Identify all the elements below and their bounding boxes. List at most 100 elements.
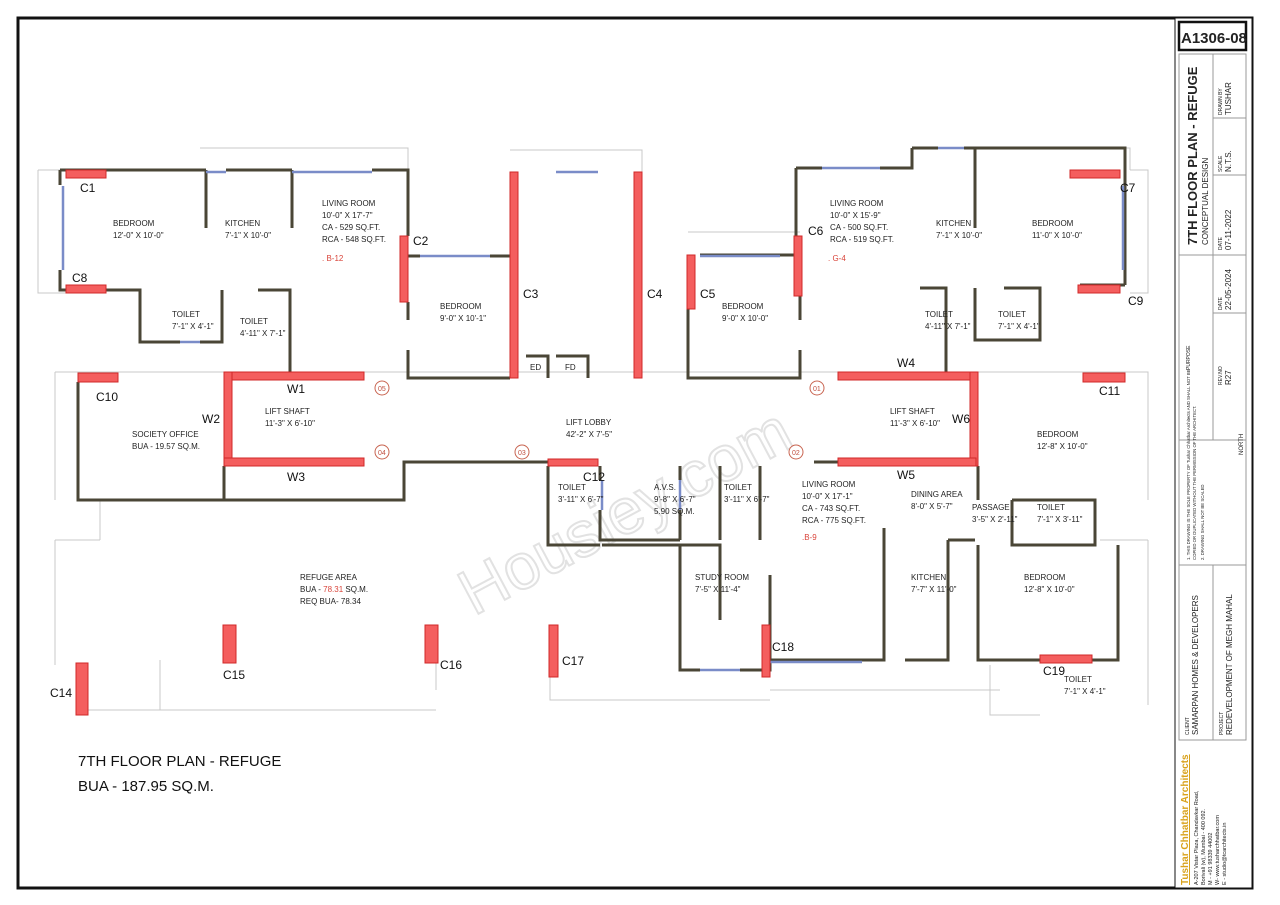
text-label: Borivali (w), Mumbai - 400 092. [1201,808,1207,885]
text-label: TOILET [724,483,752,492]
label-c9: C9 [1128,294,1144,308]
text-label: RCA - 775 SQ.FT. [802,516,866,525]
text-label: 4'-11" X 7'-1" [240,329,286,338]
text-label: REQ BUA- 78.34 [300,597,361,606]
text-label: SOCIETY OFFICE [132,430,199,439]
text-label: M - +91 98339 44002 [1208,833,1214,885]
text-label: 12'-0" X 10'-0" [113,231,164,240]
text-label: 42'-2" X 7'-5" [566,430,612,439]
text-label: . B-12 [322,254,344,263]
text-label: KITCHEN [936,219,971,228]
label-w2: W2 [202,412,220,426]
label-c14: C14 [50,686,72,700]
label-c6: C6 [808,224,824,238]
grid-marker: 02 [792,450,800,457]
label-c1: C1 [80,181,96,195]
text-label: BUA - 19.57 SQ.M. [132,442,200,451]
column-c15 [222,624,237,664]
text-label: 3'-5" X 2'-11" [972,515,1018,524]
wall-w2 [223,371,233,467]
text-label: 1. THIS DRAWING IS THE SOLE PROPERTY OF … [1186,369,1191,560]
label-c3: C3 [523,287,539,301]
text-label: 3'-11" X 6'-7" [724,495,770,504]
label-c12: C12 [583,470,605,484]
grid-marker: 01 [813,386,821,393]
column-c17 [548,624,559,678]
text-label: LIFT LOBBY [566,418,612,427]
text-label: TOILET [998,310,1026,319]
column-c18 [761,624,771,678]
text-label: 7'-1" X 4'-1" [172,322,214,331]
label-c10: C10 [96,390,118,404]
grid-marker: 05 [378,386,386,393]
room-label: SOCIETY OFFICE BUA - 19.57 SQ.M. [132,430,200,451]
text-label: CA - 743 SQ.FT. [802,504,860,513]
text-label: 9'-8" X 6'-7" [654,495,696,504]
column-c1 [65,169,107,179]
column-c4 [633,171,643,379]
text-label: RCA - 548 SQ.FT. [322,235,386,244]
text-label: 12'-8" X 10'-0" [1037,442,1088,451]
plan-bua: BUA - 187.95 SQ.M. [78,778,214,795]
room-label: LIFT LOBBY 42'-2" X 7'-5" [566,418,612,439]
text-label: 11'-3" X 6'-10" [890,419,940,428]
text-label: PASSAGE [972,503,1010,512]
drawn-by: TUSHAR [1224,82,1233,115]
watermark: Housiey.com [447,394,803,629]
scale: N.T.S. [1224,150,1233,172]
label-c2: C2 [413,234,429,248]
text-label: LIVING ROOM [802,480,856,489]
text-label: A-207 Vistar Plaza, Chandavkar Road, [1194,790,1200,885]
text-label: LIVING ROOM [830,199,884,208]
text-label: A.V.S. [654,483,676,492]
text-label: DATE [1218,296,1224,310]
text-label: KITCHEN [225,219,260,228]
text-label: CA - 529 SQ.FT. [322,223,380,232]
revision-number: R27 [1224,370,1233,385]
room-label: PASSAGE 3'-5" X 2'-11" [972,503,1018,524]
label-c8: C8 [72,271,88,285]
text-label: PURPOSE [1186,345,1192,370]
text-label: REFUGE AREA [300,573,358,582]
column-c12 [547,458,599,467]
text-label: TOILET [558,483,586,492]
text-label: 4'-11" X 7'-1" [925,322,971,331]
text-label: LIFT SHAFT [265,407,310,416]
text-label: REV.NO [1218,366,1224,385]
text-label: LIVING ROOM [322,199,376,208]
plan-title: 7TH FLOOR PLAN - REFUGE [78,753,281,770]
label-c5: C5 [700,287,716,301]
text-label: 78.31 [323,585,344,594]
label-w1: W1 [287,382,305,396]
windows [61,146,1125,672]
column-c2 [399,235,409,303]
element-labels: C1 C2 C3 C4 C5 C6 C7 C8 C9 C10 C11 C12 C… [50,181,1144,700]
label-fd: FD [565,363,576,372]
text-label: 7'-5" X 11'-4" [695,585,741,594]
text-label: 10'-0" X 17'-1" [802,492,853,501]
text-label: 7'-1" X 4'-1" [1064,687,1106,696]
label-c19: C19 [1043,664,1065,678]
wall-w5 [837,457,977,467]
text-label: BEDROOM [1024,573,1066,582]
text-label: . G-4 [828,254,846,263]
svg-text:BUA - 78.31 SQ.M.: BUA - 78.31 SQ.M. [300,585,368,594]
column-c3 [509,171,519,379]
grid-marker: 03 [518,450,526,457]
text-label: BEDROOM [440,302,482,311]
